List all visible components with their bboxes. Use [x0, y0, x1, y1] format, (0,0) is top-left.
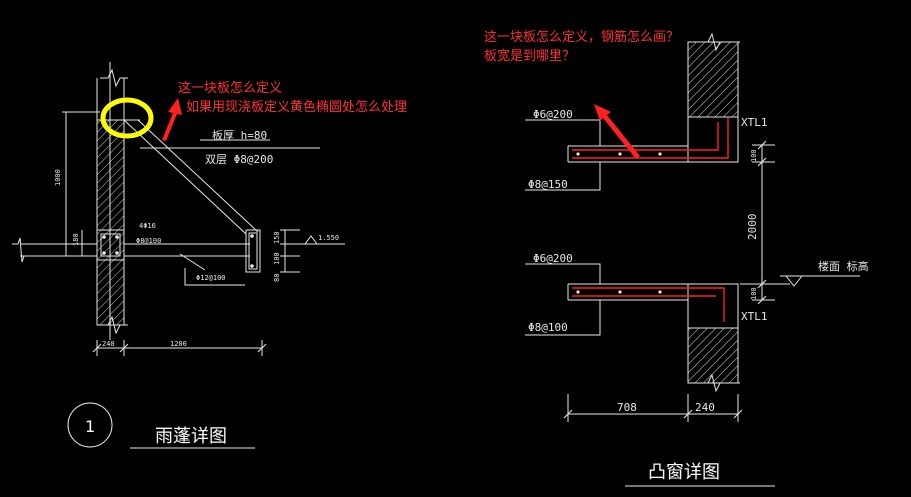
- dim-150-label: 150: [273, 231, 281, 244]
- floor-elevation-label: 楼面 标高: [818, 259, 869, 273]
- top-rebar-2-label: Φ6@200: [533, 252, 573, 265]
- bay-rebar-dots: [576, 152, 662, 294]
- width-708-label: 708: [617, 401, 637, 414]
- red-arrow-right: [594, 104, 640, 159]
- elevation-label: 1.550: [318, 234, 339, 242]
- slab-thickness-label: 板厚 h=80: [212, 128, 267, 142]
- lintel-2-label: XTL1: [741, 310, 768, 323]
- right-question-2: 板宽是到哪里？: [484, 48, 575, 64]
- detail-number-circle: [67, 402, 113, 448]
- top-rebar-1-label: Φ6@200: [533, 108, 573, 121]
- bay-window-title: 凸窗详图: [648, 462, 720, 483]
- detail-number: 1: [85, 417, 95, 436]
- yellow-ellipse-highlight: [100, 97, 154, 139]
- red-arrow-left: [162, 98, 182, 141]
- dim-80-label: 80: [273, 274, 281, 282]
- beam-top-label: 4Φ16: [139, 222, 156, 230]
- width-1200-label: 1200: [170, 340, 187, 348]
- bottom-bar-label: Φ12@100: [196, 274, 226, 282]
- bay-window-detail: [525, 32, 860, 487]
- lintel-1-label: XTL1: [741, 116, 768, 129]
- bottom-rebar-2-label: Φ8@100: [528, 321, 568, 334]
- canopy-title: 雨蓬详图: [155, 426, 227, 447]
- left-question: 这一块板怎么定义: [178, 80, 282, 96]
- dim-100-label: 100: [273, 252, 281, 265]
- right-question: 这一块板怎么定义，钢筋怎么画？: [484, 29, 679, 45]
- height-dim-label: 1000: [54, 169, 62, 186]
- dim-100-bottom-label: 100: [750, 287, 758, 300]
- beam-stirrup-label: Φ8@100: [136, 237, 161, 245]
- width-240-label-right: 240: [695, 401, 715, 414]
- canopy-rebar-dots: [102, 234, 254, 268]
- bottom-rebar-1-label: Φ8@150: [528, 178, 568, 191]
- left-question-2: 如果用现浇板定义黄色椭圆处怎么处理: [186, 99, 407, 115]
- width-240-label: 240: [102, 340, 115, 348]
- bay-rebar: [572, 118, 729, 322]
- dim-100-top-label: 100: [750, 149, 758, 162]
- double-layer-label: 双层 Φ8@200: [205, 153, 273, 166]
- dim-180-label: 180: [72, 233, 80, 246]
- dim-2000-label: 2000: [746, 214, 759, 241]
- canopy-detail: [12, 62, 345, 449]
